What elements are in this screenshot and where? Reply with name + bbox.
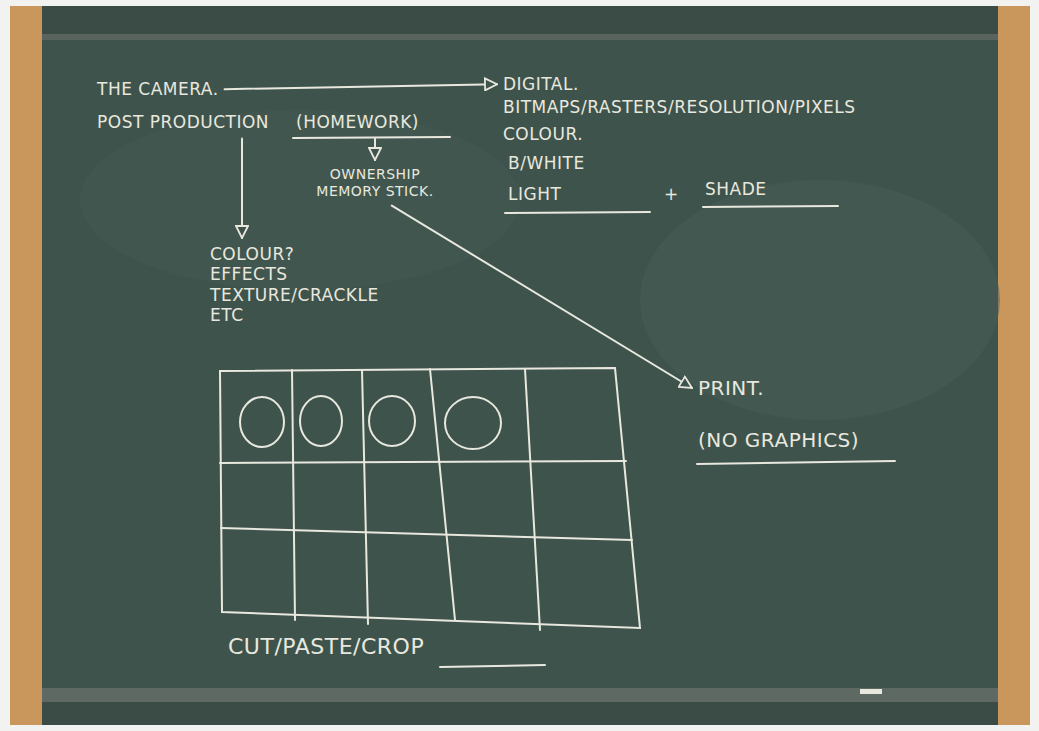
chalk-lines (220, 137, 895, 667)
grid-line (292, 370, 295, 620)
grid-outline (220, 368, 640, 628)
underline (440, 665, 545, 667)
chalk-text: DIGITAL. (503, 74, 579, 94)
circle-sketch (369, 396, 415, 446)
chalk-label: LIGHT (508, 184, 561, 204)
chalk-label: COLOUR. (503, 124, 583, 144)
chalk-text: (NO GRAPHICS) (698, 428, 859, 452)
chalk-arrow (241, 138, 243, 238)
underline (293, 137, 450, 138)
chalk-note: THE CAMERA. (97, 79, 219, 99)
chalk-arrow (225, 84, 497, 89)
circle-sketch (300, 396, 342, 446)
chalk-note: COLOUR?EFFECTSTEXTURE/CRACKLE ETC (210, 244, 395, 326)
underline (505, 212, 650, 213)
underline (697, 461, 895, 464)
grid-line (220, 461, 626, 463)
lower-board (42, 702, 998, 725)
chalk-note: DIGITAL. (503, 74, 579, 94)
grid-line (362, 370, 368, 624)
chalk-label: CUT/PASTE/CROP (228, 634, 424, 660)
chalk-label: SHADE (705, 179, 767, 199)
chalk-label: + (664, 184, 679, 204)
chalk-note: PRINT. (NO GRAPHICS) (698, 376, 859, 452)
underline (703, 206, 838, 207)
chalk-label: BITMAPS/RASTERS/RESOLUTION/PIXELS (503, 97, 856, 117)
chalk-text: EFFECTS (210, 264, 395, 284)
chalk-tray (42, 688, 998, 702)
chalk-text: OWNERSHIP MEMORY STICK. (305, 166, 445, 200)
grid-line (525, 369, 540, 630)
grid-line (221, 528, 632, 540)
chalk-text: (HOMEWORK) (296, 112, 419, 132)
chalk-note: POST PRODUCTION (97, 112, 269, 132)
chalk-smudge (640, 180, 1000, 420)
chalk-arrow (374, 138, 376, 160)
chalk-text: POST PRODUCTION (97, 112, 269, 132)
chalk-note: OWNERSHIP MEMORY STICK. (305, 166, 445, 200)
circle-sketch (445, 397, 501, 449)
chalk-note: (HOMEWORK) (296, 112, 419, 132)
chalk-text: COLOUR? (210, 244, 395, 264)
chalk-label: B/WHITE (508, 153, 585, 173)
upper-board (42, 6, 998, 34)
chalk-text: THE CAMERA. (97, 79, 219, 99)
chalk-arrow (392, 206, 692, 388)
chalk-smudge (80, 110, 520, 290)
board-rail (42, 34, 998, 40)
chalk-text: PRINT. (698, 376, 859, 400)
chalk-text: TEXTURE/CRACKLE ETC (210, 285, 395, 326)
circle-sketch (240, 397, 284, 447)
wood-frame (10, 6, 1030, 725)
chalk-stick (860, 689, 882, 694)
